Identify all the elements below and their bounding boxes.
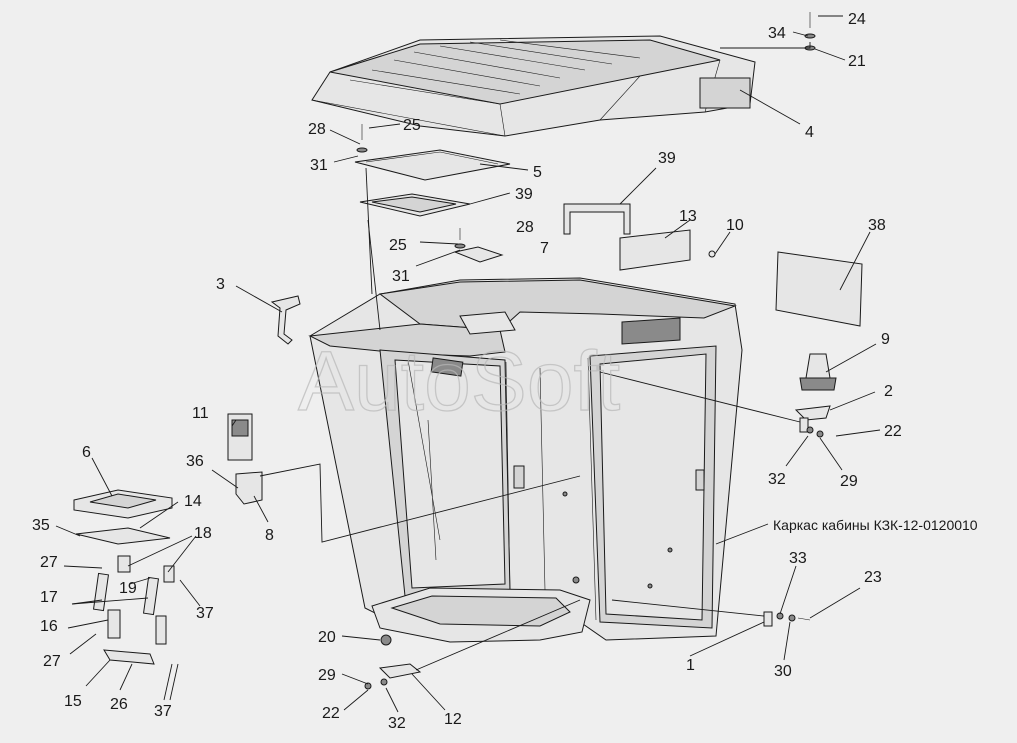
grommet bbox=[380, 634, 392, 646]
callout-3: 3 bbox=[216, 276, 225, 293]
hatch-seal bbox=[359, 193, 471, 217]
pedal-bracket bbox=[364, 663, 422, 690]
callout-34: 34 bbox=[768, 25, 786, 42]
mat-plate bbox=[75, 527, 171, 545]
callout-27a: 27 bbox=[40, 554, 58, 571]
callout-38: 38 bbox=[868, 217, 886, 234]
callout-25a: 25 bbox=[403, 117, 421, 134]
side-bolt-set bbox=[763, 611, 811, 627]
callout-23: 23 bbox=[864, 569, 882, 586]
callout-13: 13 bbox=[679, 208, 697, 225]
rear-bracket bbox=[563, 203, 631, 235]
callout-29b: 29 bbox=[318, 667, 336, 684]
hatch-cover-small bbox=[453, 246, 504, 263]
roof-hatch bbox=[354, 149, 511, 181]
callout-31b: 31 bbox=[392, 268, 410, 285]
callout-29a: 29 bbox=[840, 473, 858, 490]
roof-panel bbox=[311, 35, 756, 137]
callout-16: 16 bbox=[40, 618, 58, 635]
beacon-bracket bbox=[794, 405, 831, 438]
callout-21: 21 bbox=[848, 53, 866, 70]
callout-32a: 32 bbox=[768, 471, 786, 488]
callout-26: 26 bbox=[110, 696, 128, 713]
callout-22a: 22 bbox=[884, 423, 902, 440]
callout-8: 8 bbox=[265, 527, 274, 544]
radio-bracket bbox=[235, 471, 263, 505]
callout-36: 36 bbox=[186, 453, 204, 470]
callout-11: 11 bbox=[192, 405, 209, 422]
callout-35: 35 bbox=[32, 517, 50, 534]
callout-18: 18 bbox=[194, 525, 212, 542]
callout-28b: 28 bbox=[516, 219, 534, 236]
callout-20: 20 bbox=[318, 629, 336, 646]
callout-30: 30 bbox=[774, 663, 792, 680]
cover-plate bbox=[619, 229, 716, 271]
callout-32b: 32 bbox=[388, 715, 406, 732]
callout-39a: 39 bbox=[658, 150, 676, 167]
callout-17: 17 bbox=[40, 589, 58, 606]
callout-6: 6 bbox=[82, 444, 91, 461]
callout-25b: 25 bbox=[389, 237, 407, 254]
beacon-lamp bbox=[799, 353, 837, 391]
callout-14: 14 bbox=[184, 493, 202, 510]
rear-window-glass bbox=[775, 251, 863, 327]
callout-5: 5 bbox=[533, 164, 542, 181]
callout-39b: 39 bbox=[515, 186, 533, 203]
callout-9: 9 bbox=[881, 331, 890, 348]
callout-10: 10 bbox=[726, 217, 744, 234]
callout-31a: 31 bbox=[310, 157, 328, 174]
armrest-tray bbox=[73, 489, 173, 519]
roof-bolt-set bbox=[804, 12, 816, 51]
callout-37a: 37 bbox=[196, 605, 214, 622]
callout-labels: 1 2 3 4 5 6 7 8 9 10 11 12 13 14 15 16 1… bbox=[32, 11, 902, 732]
radio-unit bbox=[227, 413, 253, 461]
callout-1: 1 bbox=[686, 657, 695, 674]
callout-4: 4 bbox=[805, 124, 814, 141]
hatch-bolt-set bbox=[356, 124, 466, 249]
callout-33: 33 bbox=[789, 550, 807, 567]
callout-24: 24 bbox=[848, 11, 866, 28]
assembly-caption: Каркас кабины КЗК-12-0120010 bbox=[773, 517, 978, 533]
callout-12: 12 bbox=[444, 711, 462, 728]
cab-frame bbox=[308, 277, 743, 643]
watermark-text: AutoSoft bbox=[298, 334, 620, 428]
mirror-bracket bbox=[270, 295, 301, 345]
hinge-set bbox=[92, 555, 175, 665]
callout-2: 2 bbox=[884, 383, 893, 400]
callout-22b: 22 bbox=[322, 705, 340, 722]
callout-37b: 37 bbox=[154, 703, 172, 720]
leader-lines bbox=[55, 15, 881, 713]
callout-19: 19 bbox=[119, 580, 137, 597]
callout-27b: 27 bbox=[43, 653, 61, 670]
callout-28a: 28 bbox=[308, 121, 326, 138]
callout-15: 15 bbox=[64, 693, 82, 710]
callout-7: 7 bbox=[540, 240, 549, 257]
